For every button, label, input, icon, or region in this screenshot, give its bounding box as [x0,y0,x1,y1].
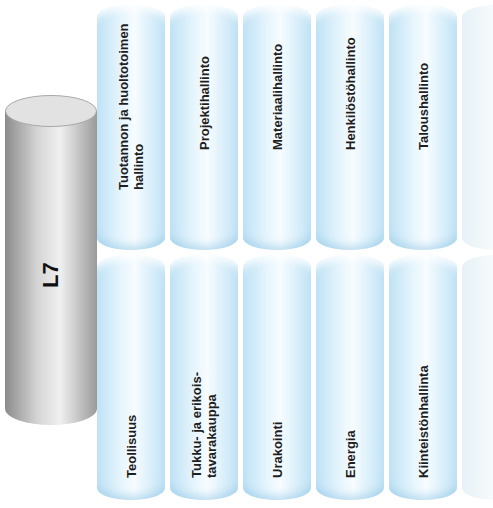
module-label: Urakointi [270,278,285,478]
module-label: Tukku- ja erikois- tavarakauppa [189,328,219,478]
module-label: Energia [343,278,358,478]
module-label: Taloushallinto [416,10,431,150]
module-label: Teollisuus [124,278,139,478]
module-label: Projektihallinto [197,10,212,150]
blue-column: Teollisuus [97,255,165,500]
faded-column [462,5,493,250]
cylinder-top [6,96,97,127]
blue-column: Kiinteistönhallinta [389,255,457,500]
module-label: Henkilöstöhallinto [343,10,358,150]
module-label: Materiaalihallinto [270,10,285,150]
blue-column: Taloushallinto [389,5,457,250]
cylinder-body [5,111,97,409]
faded-column [462,255,493,500]
module-label: Tuotannon ja huoltotoimen hallinto [116,18,146,190]
blue-column: Tuotannon ja huoltotoimen hallinto [97,5,165,250]
blue-column: Projektihallinto [170,5,238,250]
blue-column: Energia [316,255,384,500]
layer-label: L7 [39,245,63,305]
blue-column: Tukku- ja erikois- tavarakauppa [170,255,238,500]
grey-cylinder: L7 [5,95,97,425]
blue-column: Henkilöstöhallinto [316,5,384,250]
cylinder-bottom [5,393,97,425]
blue-column: Materiaalihallinto [243,5,311,250]
blue-column: Urakointi [243,255,311,500]
module-label: Kiinteistönhallinta [416,278,431,478]
cylinder-shape [5,95,97,425]
